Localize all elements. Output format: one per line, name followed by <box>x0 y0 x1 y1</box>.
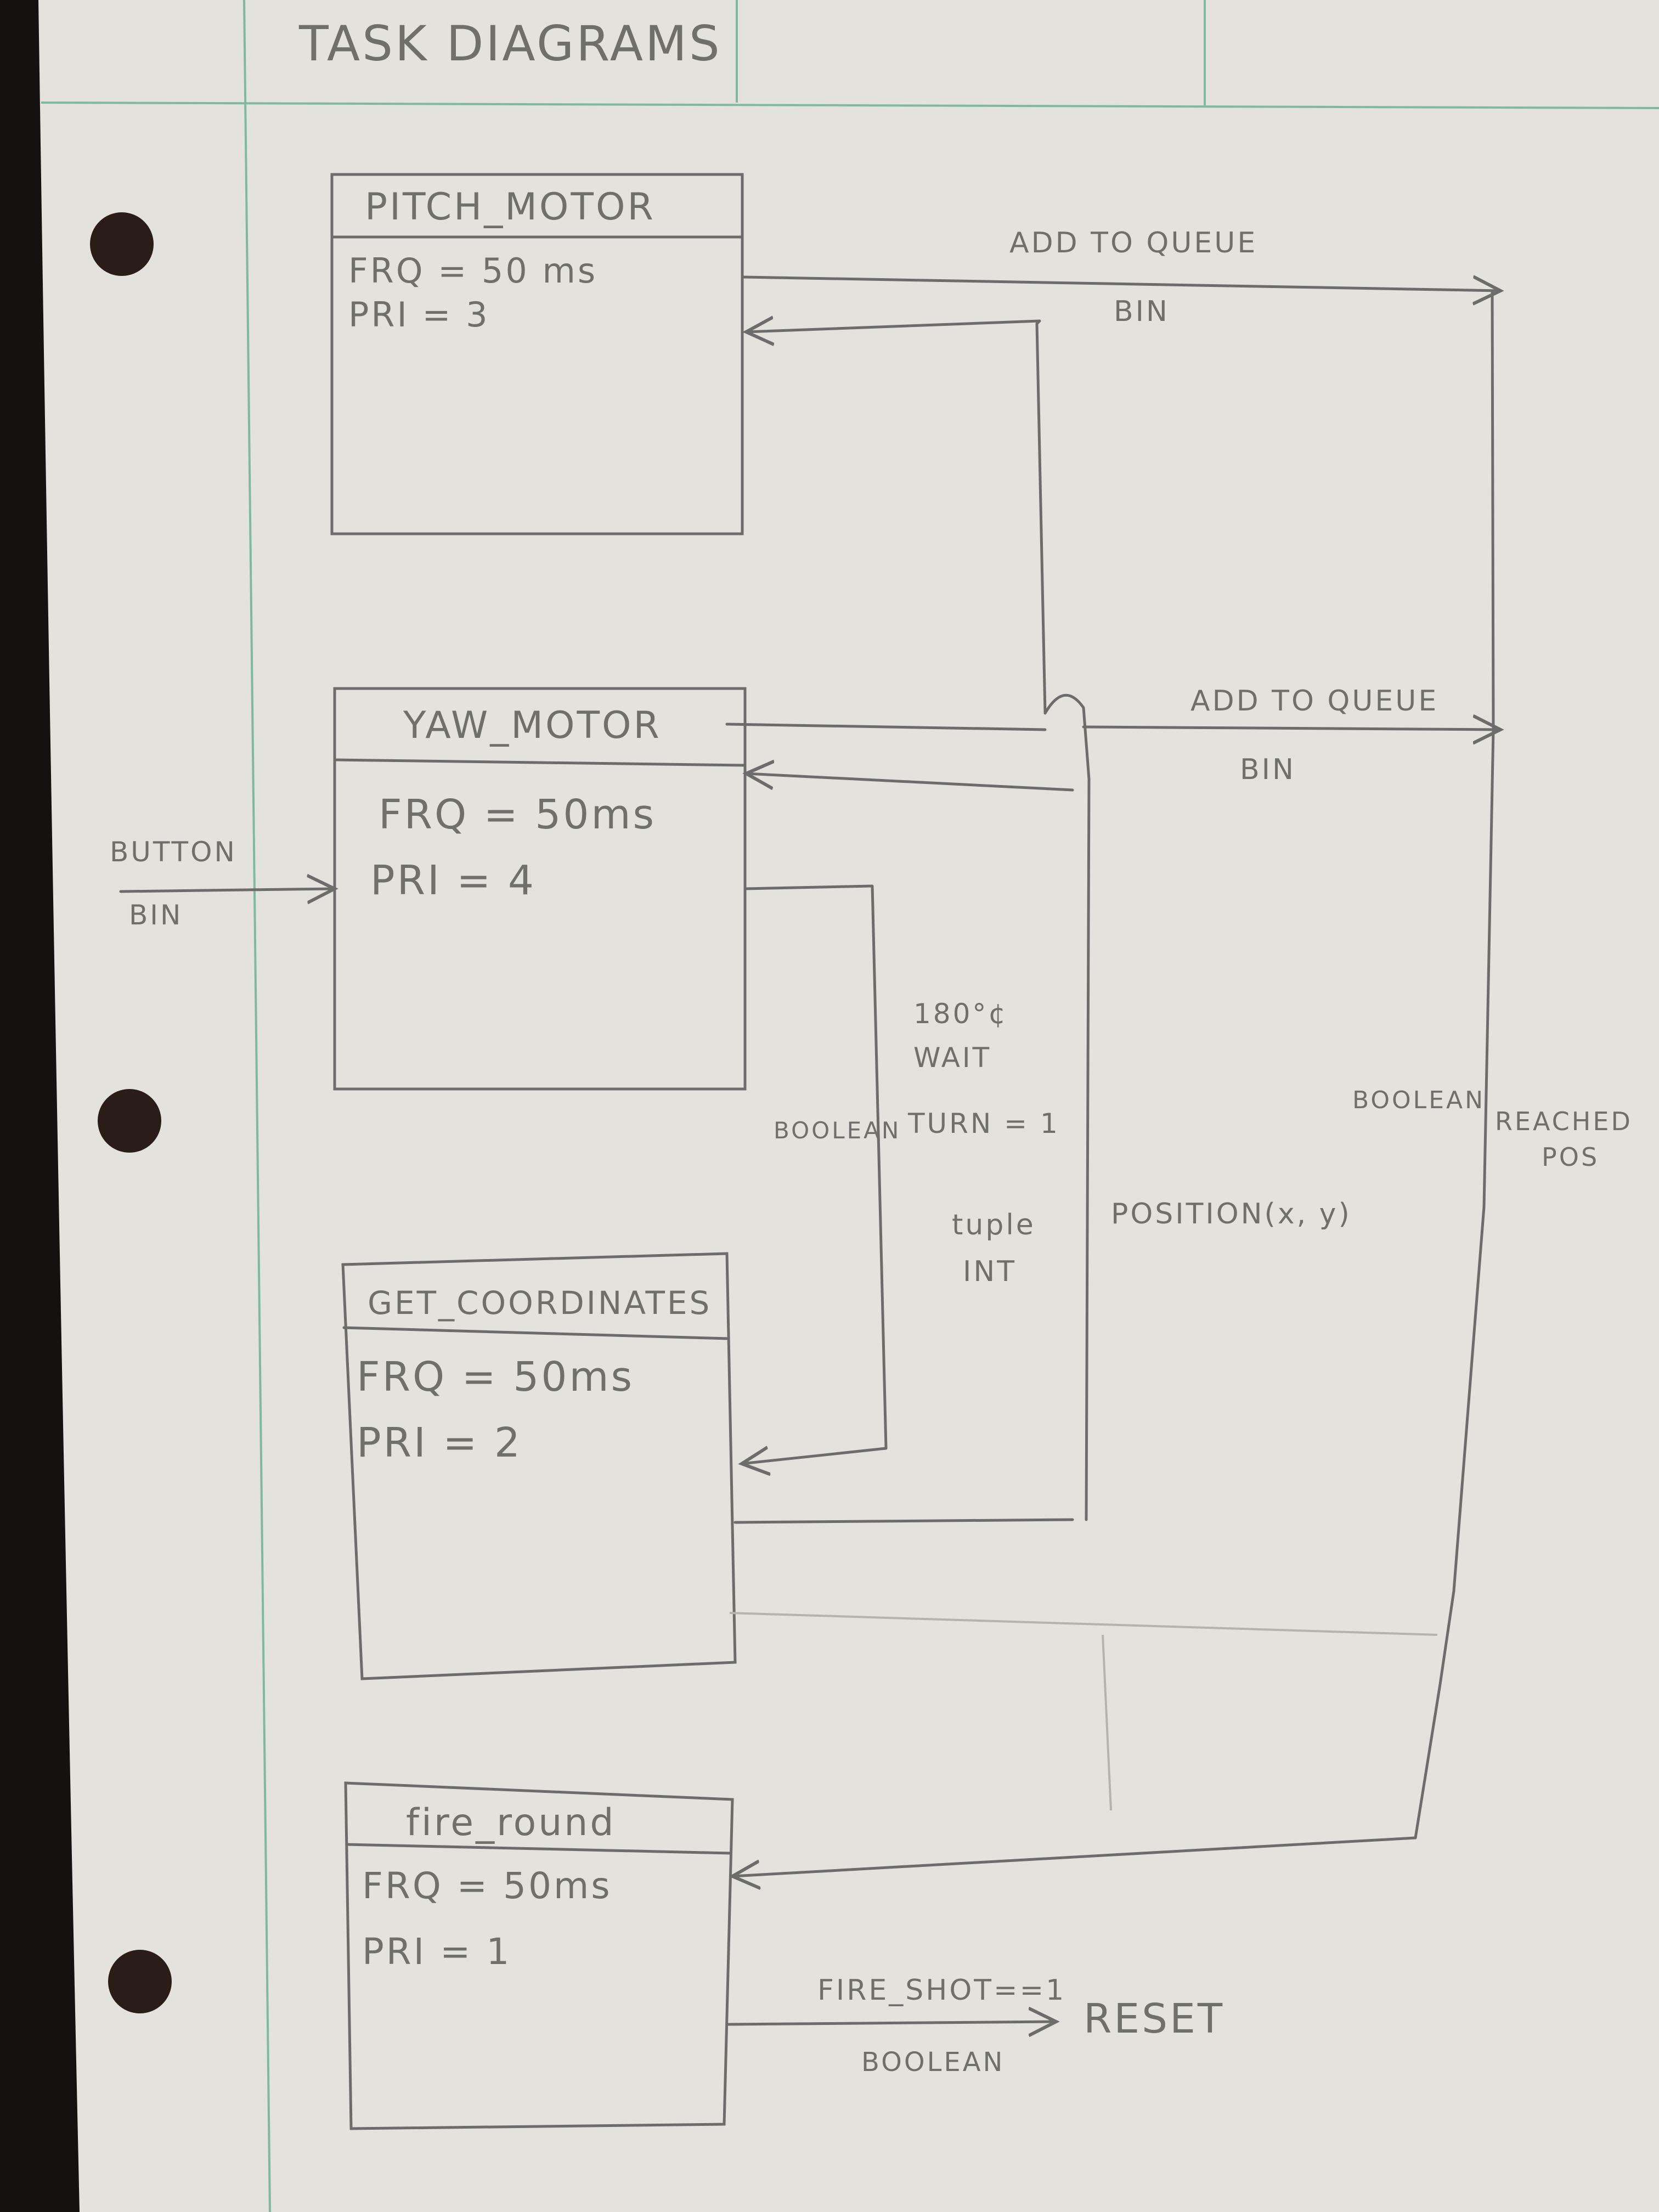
yaw-to-coords-turn-arrow <box>742 884 888 1464</box>
header-rule <box>41 101 1659 109</box>
task-box-pitch-motor: PITCH_MOTOR FRQ = 50 ms PRI = 3 <box>330 173 744 535</box>
button-label: BUTTON <box>110 836 237 868</box>
task-header-divider <box>333 758 747 767</box>
fire-shot-arrow <box>725 2022 1056 2024</box>
task-priority: PRI = 4 <box>370 857 536 904</box>
task-frequency: FRQ = 50ms <box>362 1865 612 1907</box>
task-name: GET_COORDINATES <box>368 1284 712 1322</box>
binder-hole-bottom <box>108 1950 172 2013</box>
angle-label: 180°¢ <box>913 998 1008 1030</box>
button-input-arrow <box>119 889 335 891</box>
task-name: fire_round <box>406 1801 616 1844</box>
task-frequency: FRQ = 50ms <box>357 1353 634 1401</box>
tuple-label: tuple <box>952 1209 1036 1242</box>
binder-hole-middle <box>98 1089 161 1153</box>
reached-label: REACHED <box>1495 1107 1633 1136</box>
reset-label: RESET <box>1084 1995 1224 2042</box>
boolean-left-label: BOOLEAN <box>774 1117 901 1144</box>
fire-shot-label: FIRE_SHOT==1 <box>817 1974 1066 2007</box>
button-bin-label: BIN <box>129 899 183 931</box>
yaw-queue-label: ADD TO QUEUE <box>1190 685 1438 718</box>
task-name: PITCH_MOTOR <box>365 185 656 229</box>
wait-label: WAIT <box>913 1042 991 1074</box>
pitch-feedback-line <box>1035 322 1091 1521</box>
turn-label: TURN = 1 <box>907 1108 1060 1139</box>
position-label: POSITION(x, y) <box>1111 1198 1352 1231</box>
page-title: TASK DIAGRAMS <box>298 15 722 72</box>
paper-sheet <box>38 0 1659 2212</box>
pitch-add-to-queue-arrow <box>742 277 1500 291</box>
task-header-divider <box>342 1326 730 1340</box>
task-header-divider <box>345 1843 732 1855</box>
task-name: YAW_MOTOR <box>403 704 662 747</box>
faint-rectangle-remnant <box>729 1612 1438 1811</box>
task-box-get-coordinates: GET_COORDINATES FRQ = 50ms PRI = 2 <box>341 1252 737 1680</box>
task-box-fire-round: fire_round FRQ = 50ms PRI = 1 <box>344 1781 734 2130</box>
task-frequency: FRQ = 50ms <box>379 791 656 838</box>
pitch-bin-label: BIN <box>1114 295 1170 328</box>
task-priority: PRI = 3 <box>348 295 490 335</box>
coords-position-loop <box>733 1518 1074 1524</box>
task-frequency: FRQ = 50 ms <box>348 251 597 291</box>
task-box-outline <box>330 173 744 535</box>
reached-pos-to-fire-arrow <box>732 1836 1417 1876</box>
yaw-return-arrow <box>746 774 1074 792</box>
fire-boolean-label: BOOLEAN <box>861 2047 1005 2078</box>
task-box-outline <box>341 1252 737 1680</box>
yaw-bin-label: BIN <box>1240 753 1296 786</box>
reached-pos-label: POS <box>1542 1142 1599 1172</box>
pitch-queue-label: ADD TO QUEUE <box>1009 227 1257 259</box>
binder-hole-top <box>90 212 154 276</box>
int-label: INT <box>963 1255 1017 1288</box>
boolean-right-label: BOOLEAN <box>1352 1086 1485 1114</box>
task-priority: PRI = 1 <box>362 1931 511 1973</box>
task-box-outline <box>344 1781 734 2130</box>
right-bus-line <box>1414 289 1495 1839</box>
task-priority: PRI = 2 <box>357 1419 522 1466</box>
margin-rule <box>243 0 271 2212</box>
yaw-add-to-queue-arrow <box>725 724 1500 730</box>
